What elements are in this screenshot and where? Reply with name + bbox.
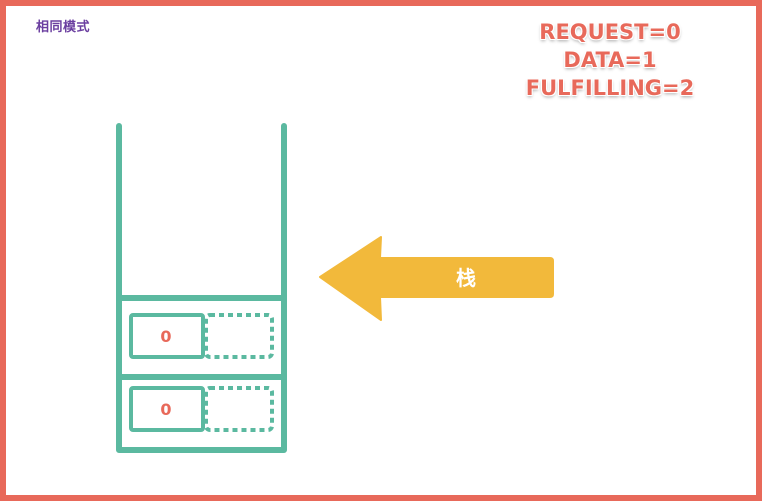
stack-node: 0 [129, 313, 274, 359]
arrow-shape-icon [319, 236, 554, 321]
mode-label: 相同模式 [36, 20, 91, 35]
mode-legend: REQUEST=0 DATA=1 FULFILLING=2 [510, 18, 710, 102]
stack-container [116, 123, 287, 453]
stack-node: 0 [129, 386, 274, 432]
node-mode-box [129, 386, 205, 432]
node-next-pointer-box [204, 386, 274, 432]
node-mode-box [129, 313, 205, 359]
node-mode-value: 0 [160, 400, 171, 419]
stack-walls [116, 123, 287, 453]
legend-data: DATA=1 [563, 48, 657, 72]
node-mode-value: 0 [160, 327, 171, 346]
legend-request: REQUEST=0 [539, 20, 681, 44]
legend-fulfilling: FULFILLING=2 [525, 76, 695, 100]
push-arrow: 栈 [319, 236, 554, 321]
node-next-pointer-box [204, 313, 274, 359]
arrow-label: 栈 [456, 266, 476, 290]
